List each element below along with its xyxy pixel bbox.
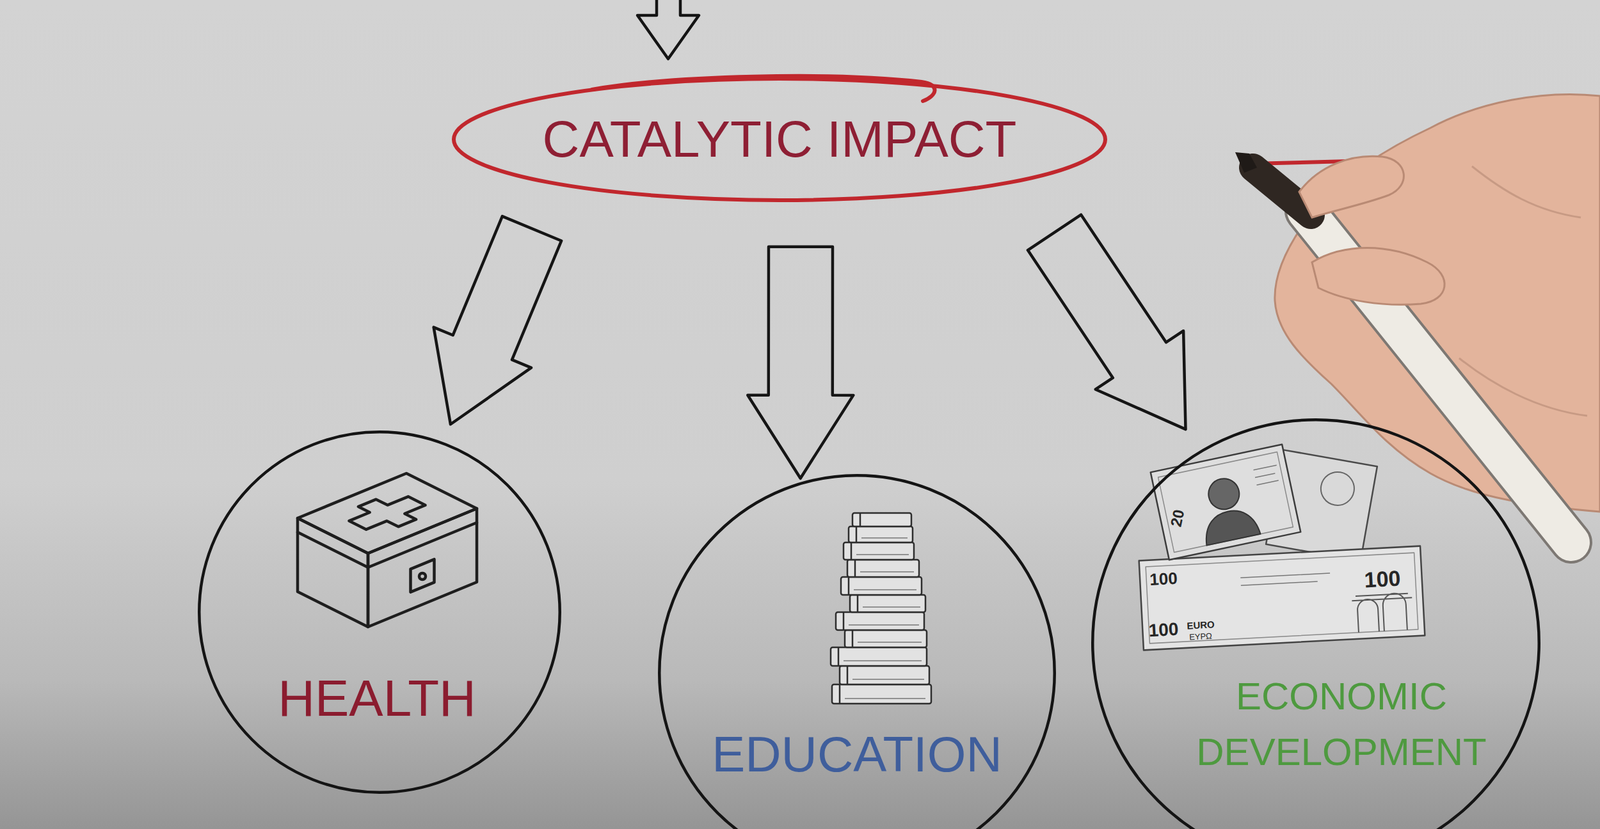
book bbox=[830, 647, 927, 667]
banknotes bbox=[1139, 444, 1426, 651]
banknote-text: 100 bbox=[1363, 567, 1401, 592]
label-anchor: 100 bbox=[1149, 570, 1179, 589]
book bbox=[852, 513, 912, 527]
block-arrow bbox=[433, 216, 562, 425]
label-anchor: 100 bbox=[1148, 620, 1179, 640]
marker-tip bbox=[1235, 152, 1257, 173]
book bbox=[848, 526, 913, 543]
banknote-stripe bbox=[1240, 573, 1330, 586]
book bbox=[843, 542, 914, 560]
book bbox=[832, 684, 932, 704]
hand bbox=[1274, 94, 1600, 512]
euro-banknote bbox=[1139, 546, 1426, 651]
kit-left-side bbox=[297, 518, 368, 628]
kit-keyhole bbox=[419, 573, 426, 580]
marker-body bbox=[1305, 211, 1572, 543]
portrait-shoulders bbox=[1200, 506, 1261, 546]
thumb bbox=[1312, 248, 1445, 306]
kit-top bbox=[297, 473, 477, 554]
circle-node: EDUCATION bbox=[657, 474, 1056, 829]
banknote-lines bbox=[1253, 465, 1280, 486]
hand-crease bbox=[1459, 166, 1588, 416]
book-pages bbox=[843, 538, 926, 699]
banknote-text: 20 bbox=[1168, 508, 1187, 528]
twenty-banknote bbox=[1150, 444, 1302, 561]
ellipse-border bbox=[453, 78, 1106, 201]
label-anchor: EURO bbox=[1186, 619, 1215, 631]
book bbox=[839, 666, 930, 685]
hand-with-marker bbox=[1235, 94, 1600, 543]
label-anchor: ΕΥΡΩ bbox=[1189, 632, 1213, 642]
circle-border bbox=[199, 432, 560, 793]
book bbox=[844, 630, 927, 648]
circle-outline bbox=[197, 430, 562, 795]
node-label: EDUCATION bbox=[711, 727, 1003, 783]
node-label: ECONOMIC DEVELOPMENT bbox=[1181, 668, 1502, 781]
kit-front-side bbox=[368, 508, 477, 628]
banknote-text: 100 bbox=[1148, 620, 1179, 640]
banknote-border bbox=[1145, 552, 1419, 644]
book bbox=[849, 595, 926, 613]
banknote-architecture bbox=[1351, 592, 1414, 633]
ellipse-node: CATALYTIC IMPACT bbox=[451, 76, 1108, 203]
block-arrow bbox=[747, 247, 854, 479]
banknote-text: EURO bbox=[1186, 619, 1215, 631]
book-spines bbox=[838, 513, 861, 704]
kit-latch bbox=[410, 559, 435, 592]
marker-body-edge bbox=[1305, 211, 1572, 543]
book-stack bbox=[830, 513, 932, 704]
block-arrow bbox=[1027, 215, 1186, 430]
finger bbox=[1299, 156, 1404, 218]
portrait-head bbox=[1205, 476, 1243, 513]
circle-node: HEALTH bbox=[197, 430, 562, 795]
first-aid-kit bbox=[297, 473, 477, 628]
banknote bbox=[1150, 444, 1302, 561]
book bbox=[840, 577, 922, 596]
book bbox=[847, 560, 920, 578]
kit-cross bbox=[348, 496, 425, 530]
book bbox=[835, 612, 925, 631]
label-anchor: 20 bbox=[1168, 508, 1187, 528]
banknote-seal bbox=[1318, 469, 1357, 509]
circle-border bbox=[659, 475, 1055, 829]
node-label: HEALTH bbox=[277, 670, 477, 728]
banknote-text: 100 bbox=[1149, 570, 1179, 589]
kit-lid-seam bbox=[297, 522, 477, 568]
node-label: CATALYTIC IMPACT bbox=[542, 111, 1017, 168]
circle-border bbox=[1092, 419, 1540, 829]
label-anchor: 100 bbox=[1363, 567, 1401, 592]
incoming-arrow bbox=[637, 0, 699, 59]
banknote bbox=[1139, 546, 1426, 651]
banknote-text: ΕΥΡΩ bbox=[1189, 632, 1213, 642]
